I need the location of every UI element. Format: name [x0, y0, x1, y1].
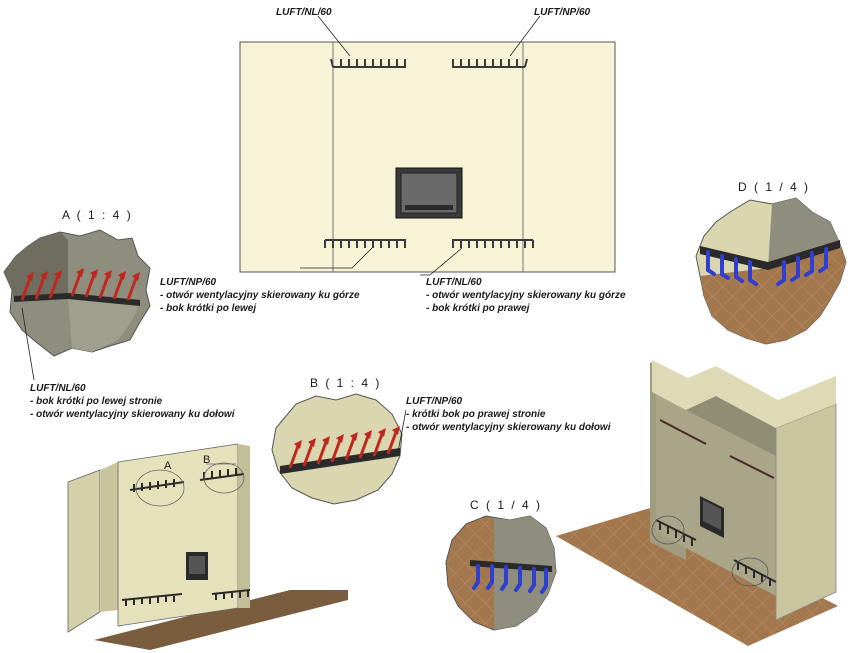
label-mid-nl-title: LUFT/NL/60 [426, 277, 482, 288]
detail-a-vent-bar [14, 268, 140, 306]
side-wall-right [775, 403, 837, 621]
label-mid-nl: LUFT/NL/60 - otwór wentylacyjny skierowa… [426, 276, 626, 315]
back-wall-left [100, 462, 118, 612]
label-b-np-title: LUFT/NP/60 [406, 396, 463, 407]
label-mid-nl-line1: - otwór wentylacyjny skierowany ku górze [426, 290, 626, 301]
label-mid-np: LUFT/NP/60 - otwór wentylacyjny skierowa… [160, 276, 360, 315]
label-left-nl-title: LUFT/NL/60 [30, 383, 86, 394]
marker-circle-c [651, 515, 685, 545]
label-top-right: LUFT/NP/60 [534, 7, 591, 18]
detail-b [271, 393, 407, 505]
label-left-nl-line2: - otwór wentylacyjny skierowany ku dołow… [30, 409, 235, 420]
detail-b-title: B ( 1 : 4 ) [310, 376, 382, 390]
label-mid-np-line1: - otwór wentylacyjny skierowany ku górze [160, 290, 360, 301]
floor-left [94, 590, 348, 650]
vent-grille-top-right [452, 58, 528, 68]
detail-d [695, 197, 847, 345]
front-elevation [239, 15, 616, 276]
detail-a [3, 229, 151, 381]
label-mid-nl-line2: - bok krótki po prawej [426, 303, 530, 314]
marker-circle-d [731, 557, 769, 587]
detail-a-title: A ( 1 : 4 ) [62, 208, 133, 222]
front-wall [239, 41, 616, 273]
label-b-np: LUFT/NP/60 - krótki bok po prawej stroni… [406, 395, 611, 434]
iso-view-left [67, 443, 348, 650]
floor-right [556, 508, 838, 646]
marker-circle-b [203, 462, 245, 494]
chimney-front-right [656, 392, 776, 596]
leader-lines-front [300, 15, 541, 276]
side-wall-left [67, 469, 101, 633]
vent-grille-bottom-right [452, 239, 534, 248]
vent-grille-bottom-left [324, 239, 406, 248]
marker-circle-a [135, 469, 185, 507]
label-left-nl: LUFT/NL/60 - bok krótki po lewej stronie… [30, 382, 235, 421]
detail-d-vents [706, 247, 828, 286]
label-b-np-line1: - krótki bok po prawej stronie [406, 409, 546, 420]
label-b-np-line2: - otwór wentylacyjny skierowany ku dołow… [406, 422, 611, 433]
marker-b-letter: B [203, 454, 211, 466]
detail-d-title: D ( 1 / 4 ) [738, 180, 811, 194]
marker-a-letter: A [164, 460, 172, 472]
label-top-left: LUFT/NL/60 [276, 7, 332, 18]
detail-c-title: C ( 1 / 4 ) [470, 498, 543, 512]
label-left-nl-line1: - bok krótki po lewej stronie [30, 396, 163, 407]
iso-view-right [556, 360, 838, 646]
label-mid-np-title: LUFT/NP/60 [160, 277, 217, 288]
fireplace-door [395, 167, 463, 219]
vent-grille-top-left [330, 58, 406, 68]
detail-c [445, 515, 557, 631]
label-mid-np-line2: - bok krótki po lewej [160, 303, 257, 314]
